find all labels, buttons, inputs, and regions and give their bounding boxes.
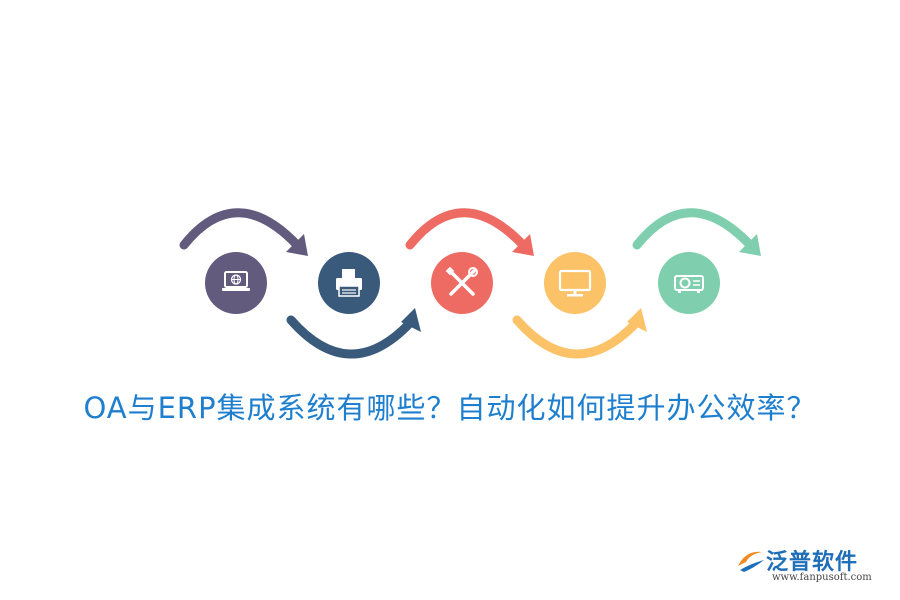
flow-arrow-5 bbox=[632, 208, 761, 256]
projector-icon bbox=[674, 275, 704, 293]
step-2 bbox=[318, 252, 380, 314]
laptop-globe-icon bbox=[222, 271, 250, 291]
flow-arrow-2 bbox=[286, 308, 421, 359]
flow-arrow-4 bbox=[512, 308, 647, 359]
step-5 bbox=[658, 252, 720, 314]
brand-name: 泛普软件 bbox=[766, 550, 859, 575]
flow-arrows bbox=[179, 208, 761, 359]
printer-icon bbox=[336, 269, 362, 297]
step-3 bbox=[431, 252, 493, 314]
brand-logo: 泛普软件 www.fanpusoft.com bbox=[736, 544, 886, 588]
monitor-icon bbox=[558, 269, 592, 297]
page-title: OA与ERP集成系统有哪些？自动化如何提升办公效率？ bbox=[83, 391, 817, 425]
flow-arrow-1 bbox=[179, 208, 308, 256]
step-circles bbox=[205, 252, 720, 314]
brand-swoosh-icon bbox=[738, 551, 764, 572]
flow-arrow-3 bbox=[405, 208, 534, 256]
step-4 bbox=[544, 252, 606, 314]
brand-url: www.fanpusoft.com bbox=[772, 572, 872, 583]
step-1 bbox=[205, 252, 267, 314]
tools-icon bbox=[445, 266, 478, 296]
